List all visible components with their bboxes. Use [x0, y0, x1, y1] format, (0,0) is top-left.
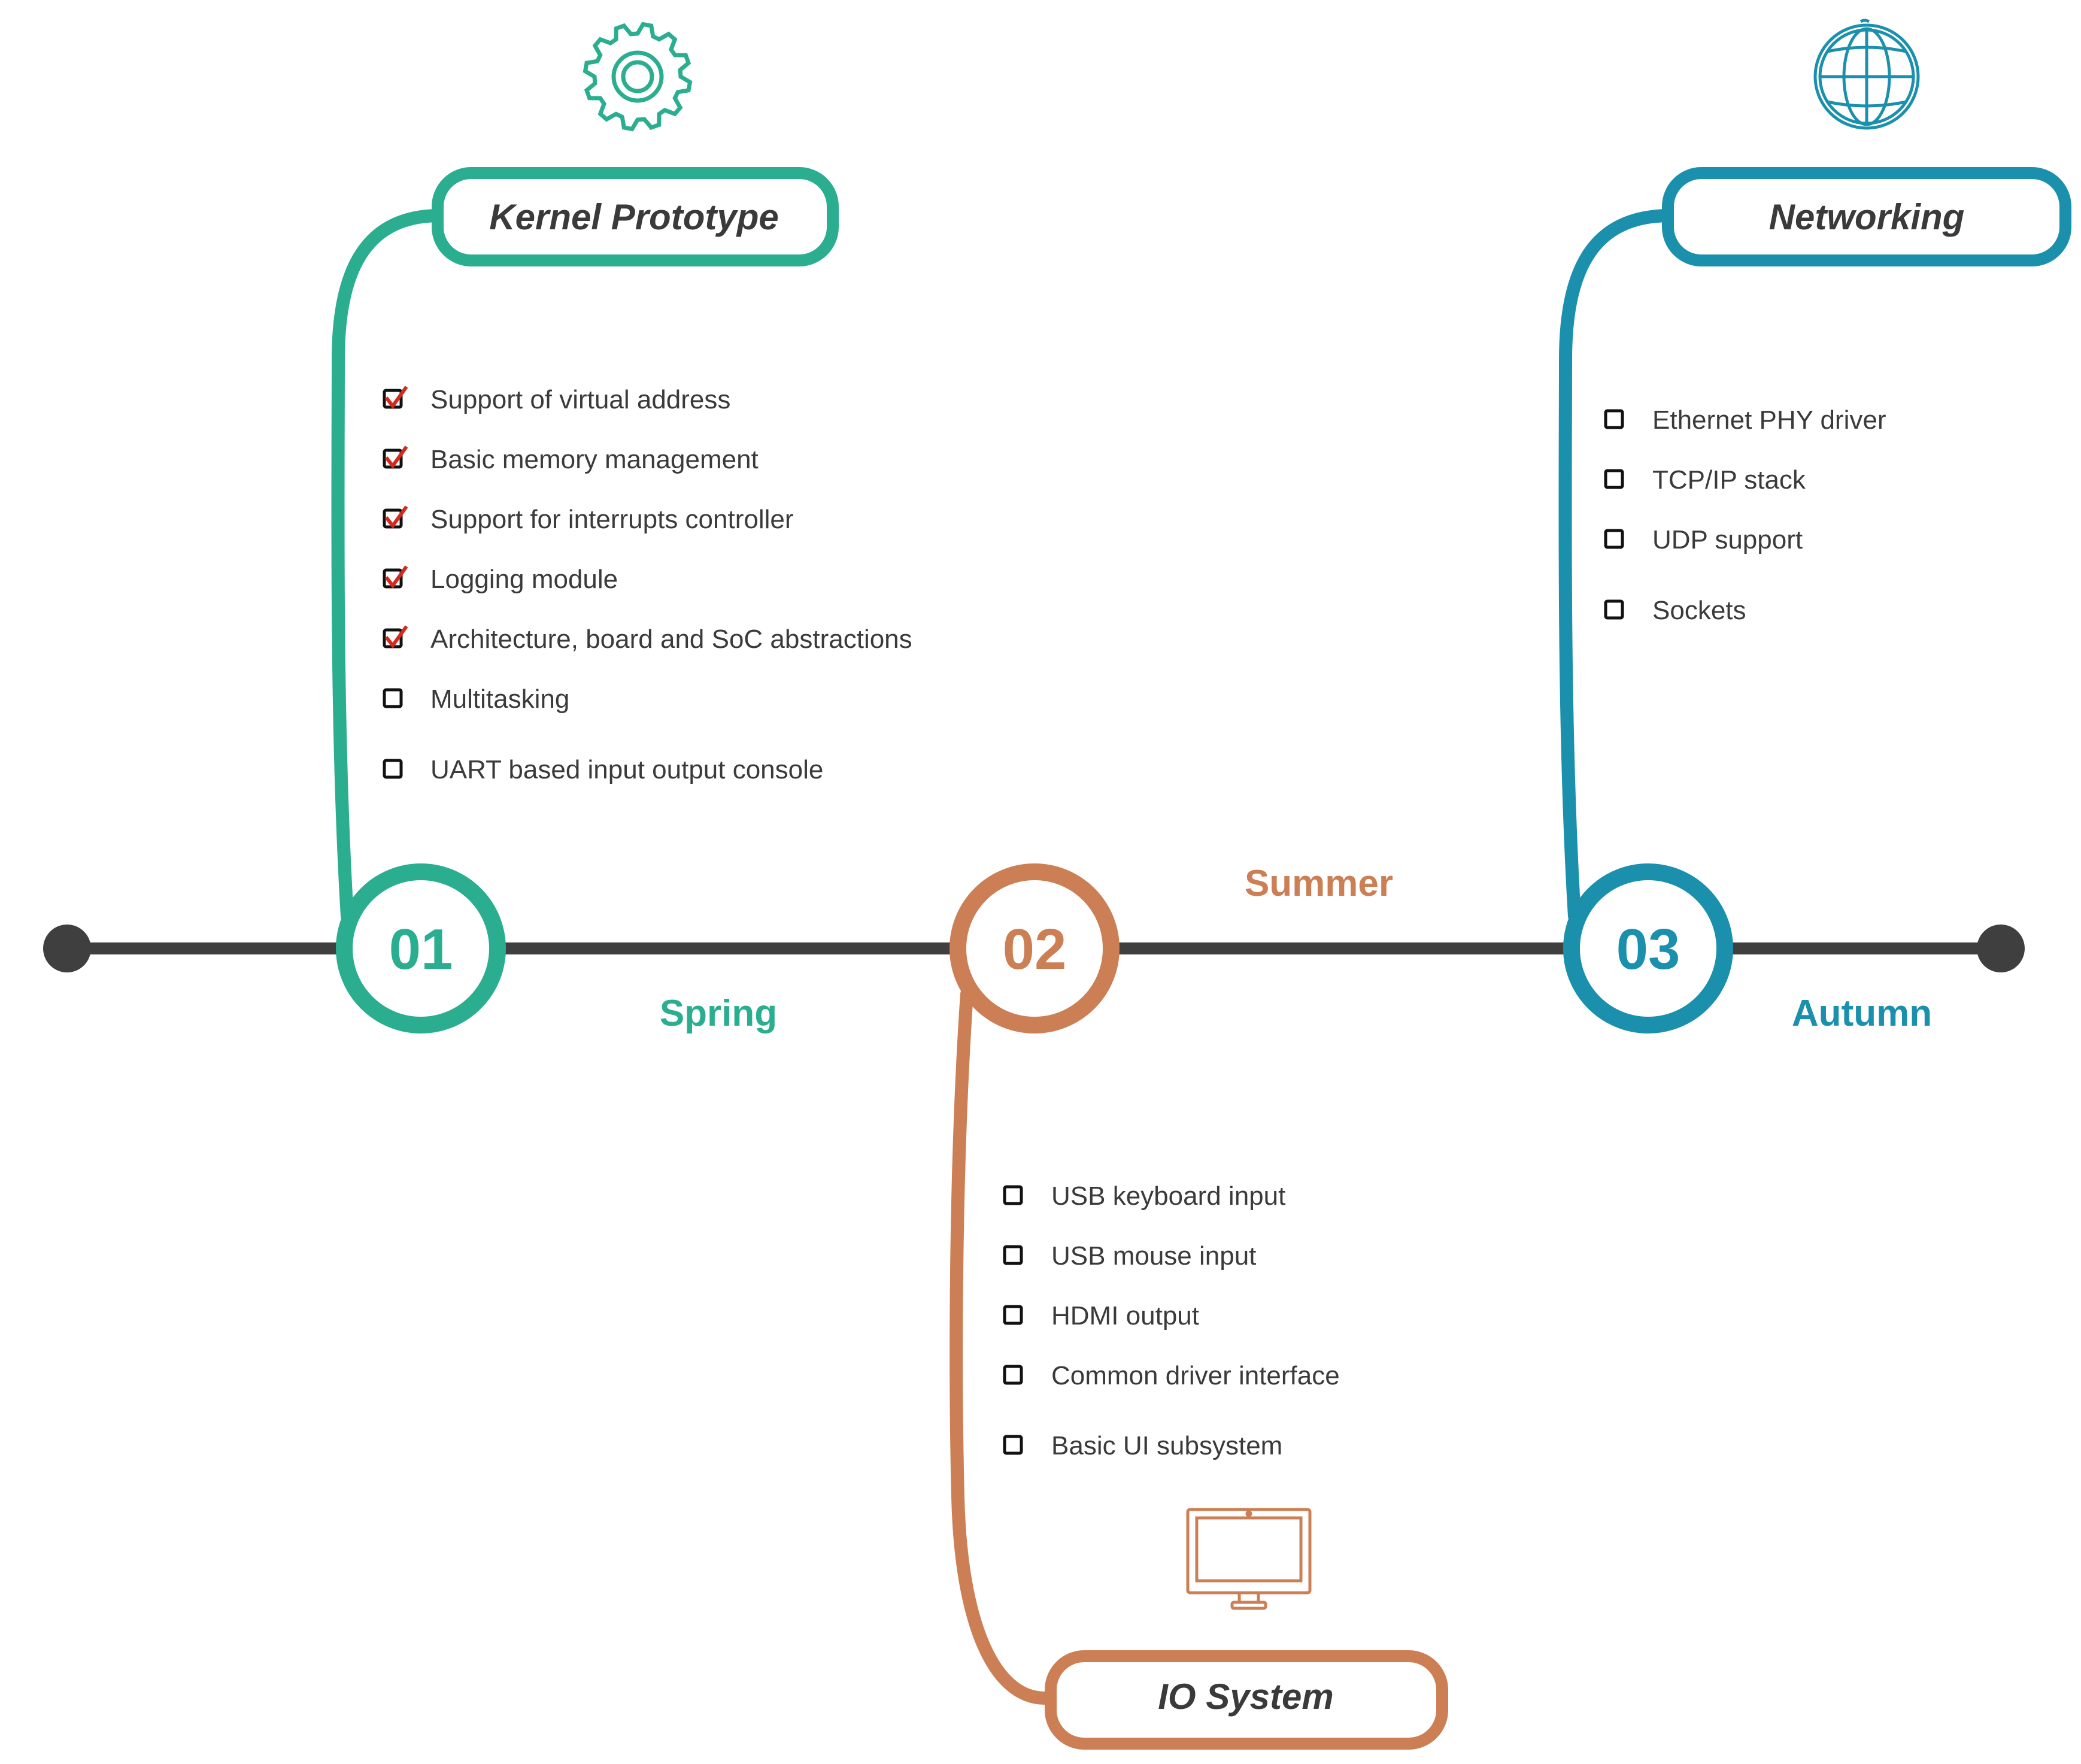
milestone-03-node[interactable]	[1563, 863, 1733, 1033]
milestone-02-checklist: USB keyboard input USB mouse input HDMI …	[1003, 1181, 1340, 1460]
milestone-03-connector	[1558, 209, 1677, 923]
monitor-icon	[1186, 1508, 1312, 1610]
checklist-item[interactable]: UDP support	[1604, 525, 1803, 554]
milestone-02: IO System 02 Summer USB keyboard input U…	[950, 863, 1448, 1750]
checkbox[interactable]	[1003, 1365, 1023, 1385]
milestone-02-season: Summer	[1245, 863, 1393, 904]
timeline-end-dot	[1977, 925, 2025, 972]
milestone-01-title-pill[interactable]	[432, 167, 839, 266]
checklist-item[interactable]: Common driver interface	[1003, 1361, 1340, 1390]
milestone-03-checklist: Ethernet PHY driver TCP/IP stack UDP sup…	[1604, 405, 1886, 625]
checklist-item[interactable]: Basic memory management	[383, 445, 759, 474]
milestone-03: Networking 03 Autumn Ethernet PHY driver…	[1558, 19, 2071, 1034]
milestone-02-node[interactable]	[950, 863, 1120, 1033]
checklist-item[interactable]: Support of virtual address	[383, 385, 730, 414]
timeline-start-dot	[43, 925, 91, 972]
checkmark-icon	[384, 445, 408, 469]
checkbox[interactable]	[383, 759, 403, 779]
checklist-item-label: Logging module	[430, 565, 618, 594]
checklist-item-label: TCP/IP stack	[1652, 465, 1806, 495]
gear-icon	[583, 22, 693, 132]
globe-icon	[1813, 19, 1920, 130]
checklist-item-label: USB mouse input	[1051, 1241, 1256, 1271]
checkmark-icon	[384, 565, 408, 589]
checklist-item-label: Basic UI subsystem	[1051, 1431, 1282, 1460]
checklist-item-label: Basic memory management	[430, 445, 759, 474]
checklist-item-label: USB keyboard input	[1051, 1181, 1285, 1211]
milestone-03-number: 03	[1616, 917, 1680, 981]
checklist-item[interactable]: Sockets	[1604, 596, 1746, 625]
checklist-item[interactable]: HDMI output	[1003, 1301, 1199, 1330]
checklist-item[interactable]: Ethernet PHY driver	[1604, 405, 1886, 435]
checklist-item[interactable]: Support for interrupts controller	[383, 505, 794, 534]
checkbox[interactable]	[1604, 409, 1624, 429]
checklist-item[interactable]: Basic UI subsystem	[1003, 1431, 1282, 1460]
milestone-03-season: Autumn	[1792, 993, 1932, 1034]
checkbox[interactable]	[1003, 1435, 1023, 1455]
checklist-item-label: Common driver interface	[1051, 1361, 1340, 1390]
milestone-01: Kernel Prototype 01 Spring Support of vi…	[331, 22, 912, 1034]
checklist-item-label: Multitasking	[430, 684, 569, 714]
milestone-02-title-pill[interactable]	[1045, 1650, 1448, 1750]
checkmark-icon	[384, 386, 408, 409]
milestone-01-number: 01	[389, 917, 453, 981]
checkbox[interactable]	[1003, 1185, 1023, 1205]
checklist-item-label: UART based input output console	[430, 755, 823, 784]
checkbox[interactable]	[1003, 1305, 1023, 1325]
milestone-02-title: IO System	[1158, 1677, 1333, 1717]
milestone-01-season: Spring	[660, 993, 777, 1034]
checklist-item[interactable]: Multitasking	[383, 684, 569, 714]
milestone-03-title-pill[interactable]	[1662, 167, 2071, 266]
milestone-01-title: Kernel Prototype	[489, 197, 778, 237]
milestone-02-number: 02	[1003, 917, 1067, 981]
checklist-item-label: Support of virtual address	[430, 385, 730, 414]
milestone-03-title: Networking	[1769, 197, 1965, 237]
checklist-item[interactable]: UART based input output console	[383, 755, 823, 784]
checkmark-icon	[384, 625, 408, 648]
checklist-item[interactable]: Logging module	[383, 565, 618, 594]
checklist-item-label: UDP support	[1652, 525, 1803, 554]
checklist-item-label: Support for interrupts controller	[430, 505, 794, 534]
checklist-item-label: HDMI output	[1051, 1301, 1199, 1330]
checkbox[interactable]	[1003, 1245, 1023, 1265]
milestone-01-node[interactable]	[336, 863, 506, 1033]
milestone-02-connector	[950, 987, 1051, 1705]
checklist-item[interactable]: USB keyboard input	[1003, 1181, 1285, 1211]
checklist-item-label: Sockets	[1652, 596, 1746, 625]
checkbox[interactable]	[1604, 529, 1624, 549]
milestone-01-checklist: Support of virtual address Basic memory …	[383, 385, 912, 784]
milestone-01-connector	[331, 209, 447, 923]
checklist-item-label: Architecture, board and SoC abstractions	[430, 625, 912, 654]
checkbox[interactable]	[383, 688, 403, 708]
checkmark-icon	[384, 505, 408, 529]
checklist-item[interactable]: USB mouse input	[1003, 1241, 1256, 1271]
checklist-item-label: Ethernet PHY driver	[1652, 405, 1886, 435]
checkbox[interactable]	[1604, 469, 1624, 489]
checklist-item[interactable]: Architecture, board and SoC abstractions	[383, 625, 912, 654]
checkbox[interactable]	[1604, 599, 1624, 620]
checklist-item[interactable]: TCP/IP stack	[1604, 465, 1806, 495]
